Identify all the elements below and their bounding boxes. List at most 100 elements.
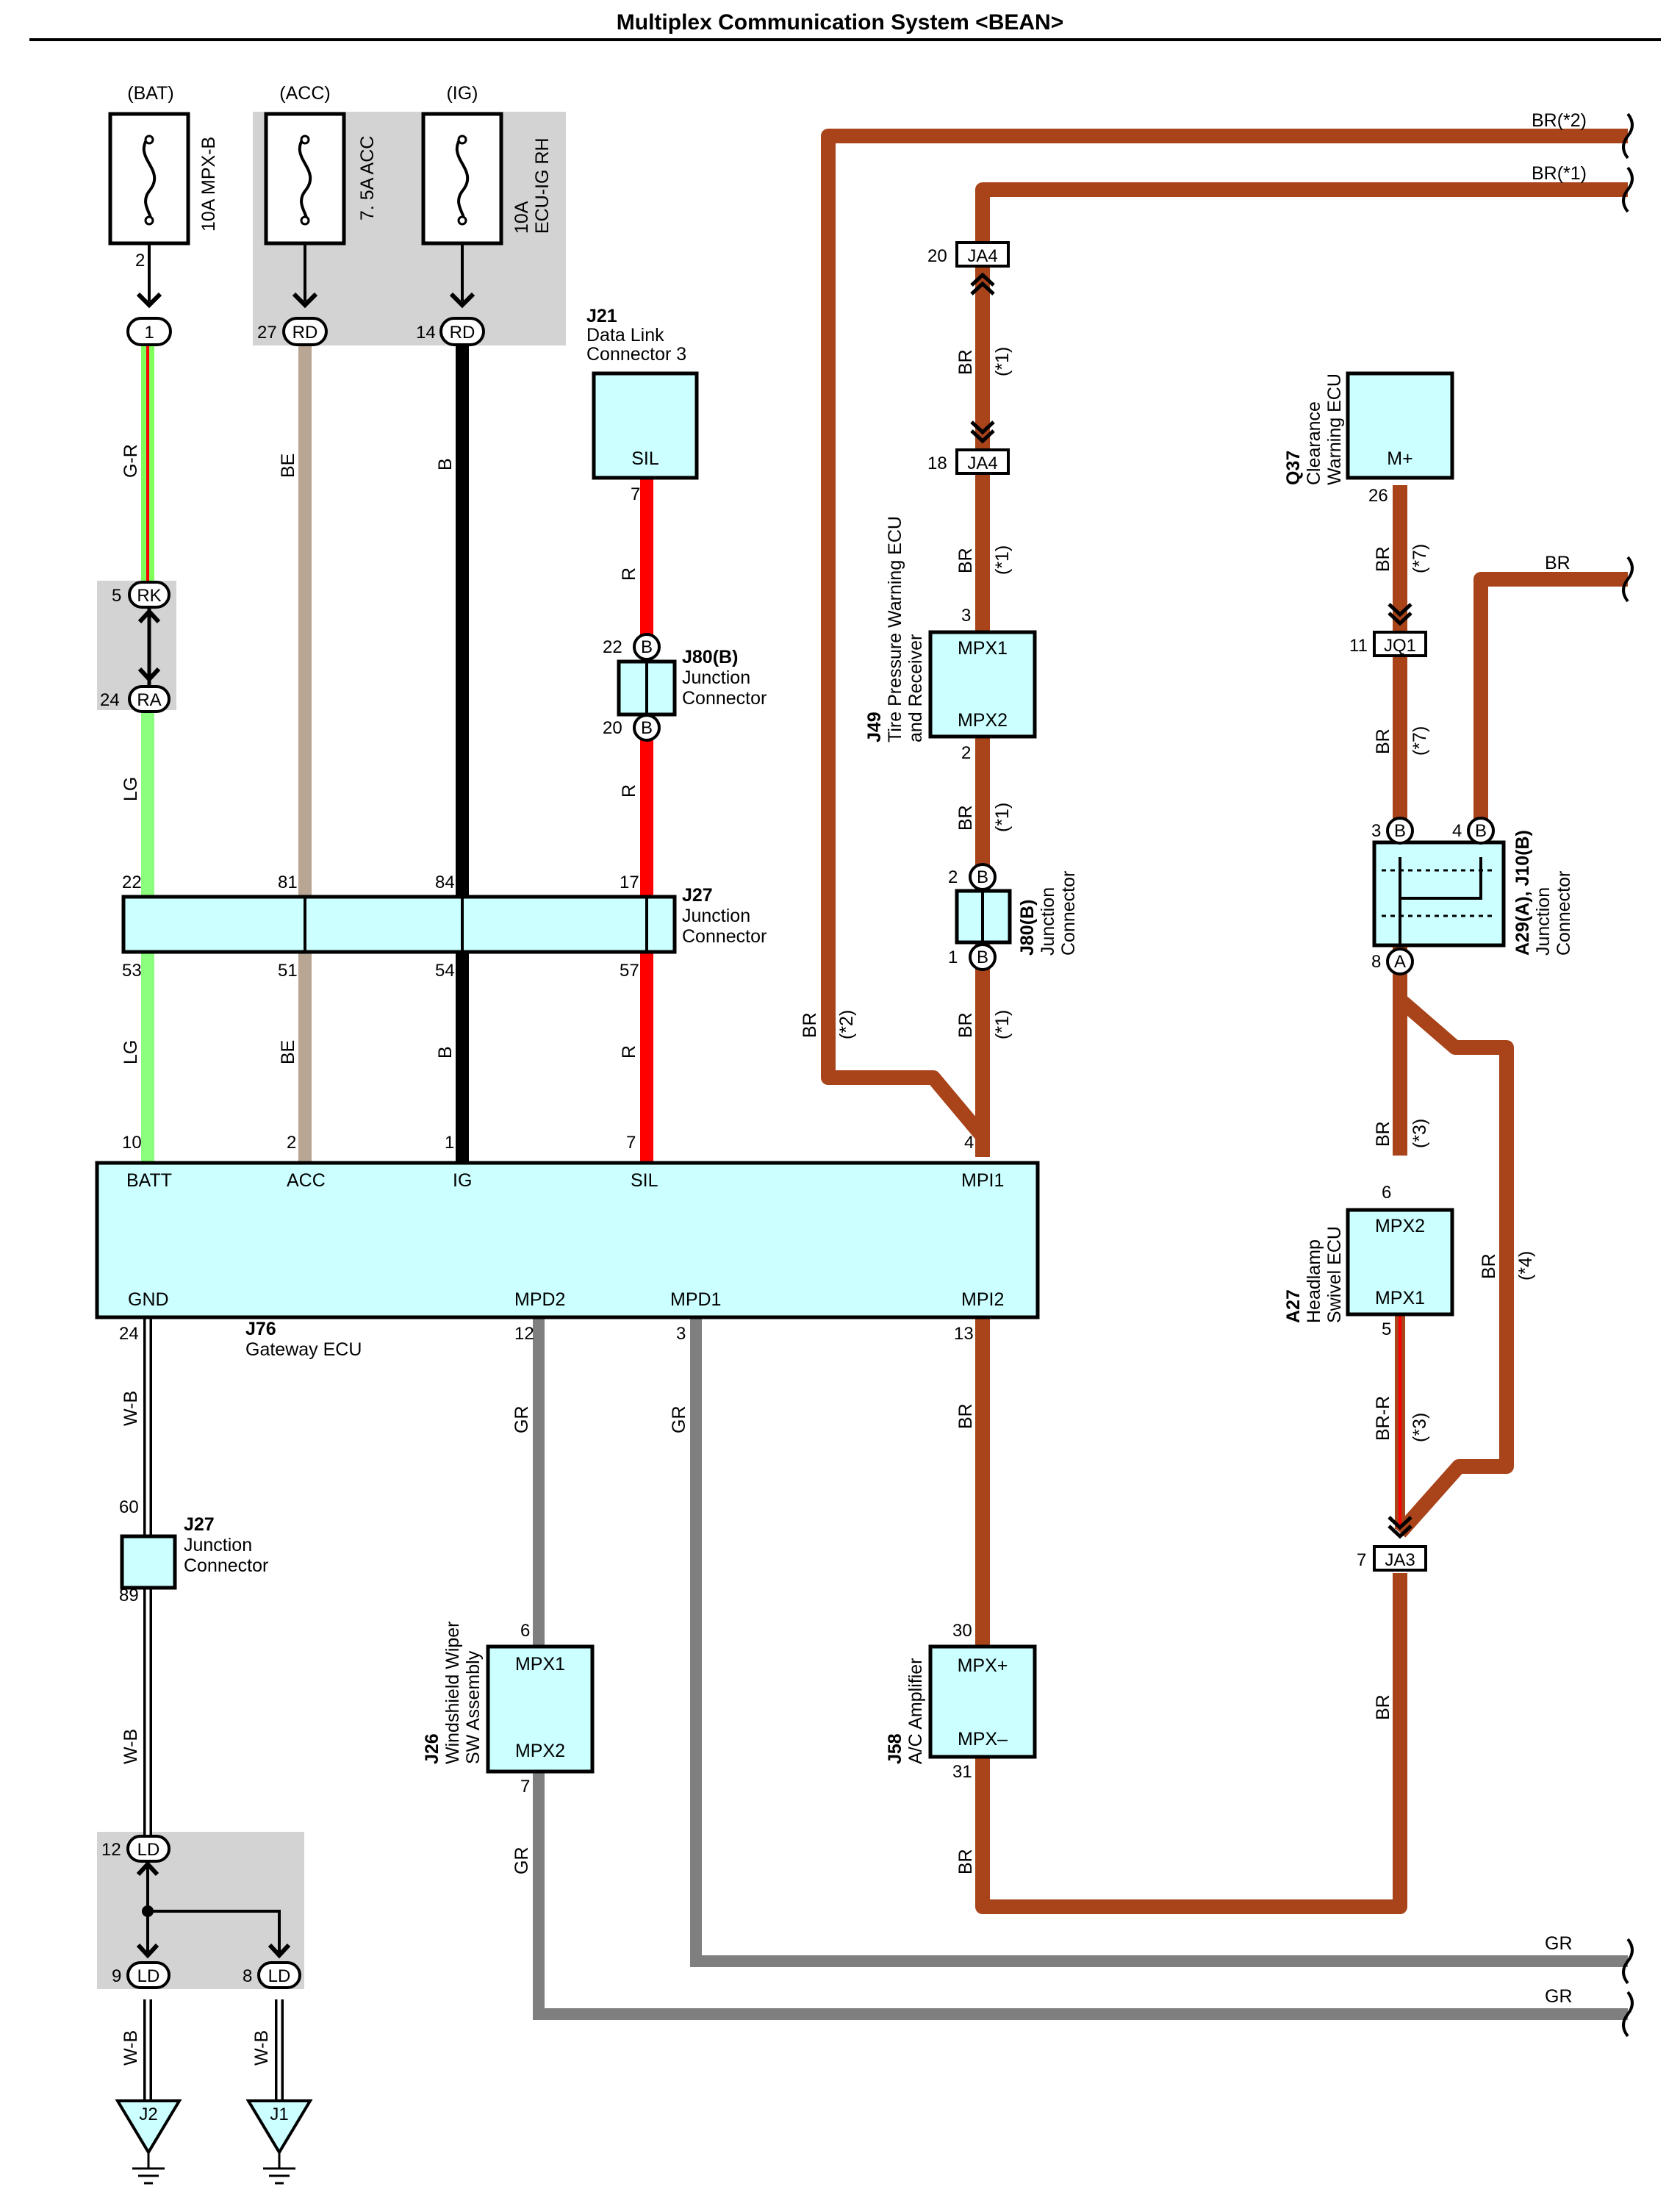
- j76-gateway-ecu: 10 2 1 7 4 BATT ACC IG SIL MPI1 GND MPD2…: [95, 1133, 1040, 1360]
- svg-text:Headlamp: Headlamp: [1304, 1239, 1324, 1323]
- svg-text:Swivel ECU: Swivel ECU: [1324, 1226, 1345, 1323]
- svg-text:(*7): (*7): [1410, 726, 1430, 756]
- svg-text:BR: BR: [1373, 1121, 1393, 1147]
- svg-text:MPX1: MPX1: [515, 1654, 565, 1675]
- svg-text:2: 2: [961, 743, 971, 763]
- svg-text:7: 7: [520, 1777, 530, 1797]
- svg-text:R: R: [619, 567, 639, 581]
- svg-text:BR: BR: [1545, 553, 1570, 573]
- svg-text:22: 22: [122, 873, 142, 892]
- svg-text:BR: BR: [955, 1012, 976, 1038]
- connector-ja4-bottom: JA4 18: [927, 420, 1010, 475]
- svg-text:9: 9: [112, 1966, 121, 1986]
- svg-text:Connector: Connector: [682, 926, 767, 947]
- j27-junction-lower: 60 89 J27 Junction Connector: [119, 1497, 268, 1605]
- svg-text:GR: GR: [511, 1847, 532, 1875]
- svg-text:W-B: W-B: [121, 1729, 141, 1764]
- svg-text:(*4): (*4): [1515, 1251, 1536, 1281]
- fuse-acc: (ACC) 7. 5A ACC RD 27: [257, 83, 378, 346]
- svg-text:51: 51: [278, 961, 298, 981]
- svg-text:6: 6: [1382, 1183, 1391, 1203]
- svg-text:10: 10: [122, 1133, 142, 1153]
- svg-text:26: 26: [1368, 486, 1388, 506]
- ld-bus: [142, 1867, 281, 1955]
- svg-text:30: 30: [952, 1621, 972, 1641]
- svg-text:2: 2: [135, 251, 145, 271]
- svg-text:3: 3: [676, 1324, 686, 1344]
- connector-ld-9: LD 9: [112, 1943, 170, 1989]
- svg-text:A: A: [1394, 952, 1406, 972]
- svg-text:J2: J2: [139, 2105, 157, 2124]
- svg-text:RD: RD: [450, 323, 475, 343]
- svg-text:B: B: [641, 718, 653, 738]
- svg-text:J80(B): J80(B): [682, 647, 738, 667]
- svg-text:A27: A27: [1283, 1289, 1304, 1323]
- svg-text:J80(B): J80(B): [1017, 900, 1038, 956]
- svg-text:14: 14: [416, 323, 436, 343]
- svg-text:SIL: SIL: [631, 448, 659, 469]
- svg-text:20: 20: [603, 718, 622, 738]
- svg-text:(*1): (*1): [992, 1010, 1013, 1039]
- svg-text:M+: M+: [1387, 448, 1412, 469]
- svg-text:53: 53: [122, 961, 142, 981]
- svg-text:J21: J21: [586, 306, 617, 326]
- svg-text:B: B: [1394, 821, 1406, 841]
- svg-text:(IG): (IG): [446, 83, 478, 104]
- svg-text:Gateway ECU: Gateway ECU: [245, 1339, 362, 1360]
- svg-text:89: 89: [119, 1586, 139, 1605]
- svg-text:1: 1: [144, 323, 154, 343]
- svg-text:12: 12: [514, 1324, 534, 1344]
- svg-text:MPI2: MPI2: [961, 1289, 1004, 1310]
- svg-text:A29(A), J10(B): A29(A), J10(B): [1512, 830, 1533, 956]
- svg-text:(*1): (*1): [992, 545, 1013, 575]
- svg-text:BR: BR: [955, 1403, 976, 1429]
- svg-text:J76: J76: [245, 1319, 276, 1339]
- svg-text:(*1): (*1): [992, 803, 1013, 832]
- svg-text:MPX+: MPX+: [958, 1655, 1008, 1676]
- svg-text:A/C Amplifier: A/C Amplifier: [905, 1658, 926, 1764]
- svg-text:JQ1: JQ1: [1384, 636, 1416, 656]
- svg-text:17: 17: [620, 873, 639, 892]
- svg-text:Q37: Q37: [1283, 451, 1304, 485]
- svg-text:Tire Pressure Warning ECU: Tire Pressure Warning ECU: [885, 516, 905, 742]
- svg-text:60: 60: [119, 1497, 139, 1517]
- svg-text:B: B: [435, 1046, 456, 1059]
- svg-text:24: 24: [100, 690, 120, 710]
- connector-ja3: JA3 7: [1357, 1516, 1427, 1572]
- svg-text:W-B: W-B: [121, 1391, 141, 1426]
- svg-text:B: B: [977, 948, 988, 967]
- wire-ends: [1622, 112, 1634, 2038]
- svg-text:SIL: SIL: [631, 1170, 658, 1191]
- svg-text:57: 57: [620, 961, 639, 981]
- svg-text:24: 24: [119, 1324, 139, 1344]
- j80b-junction-mid: B B 2 1 J80(B) Junction Connector: [948, 863, 1079, 971]
- svg-text:W-B: W-B: [121, 2030, 141, 2066]
- svg-text:BR: BR: [800, 1012, 820, 1038]
- svg-text:(ACC): (ACC): [279, 83, 330, 104]
- svg-text:B: B: [641, 637, 653, 657]
- svg-text:and Receiver: and Receiver: [905, 634, 926, 742]
- svg-text:JA4: JA4: [967, 246, 997, 266]
- svg-text:4: 4: [1452, 821, 1462, 841]
- svg-text:(*1): (*1): [992, 347, 1013, 376]
- svg-text:18: 18: [927, 454, 947, 473]
- a29-j10-junction: B B A 3 4 8 A29(A), J10(B) Junction Conn…: [1371, 817, 1574, 975]
- svg-text:LD: LD: [137, 1840, 160, 1860]
- j58-ac-amplifier: MPX+ MPX– 30 31 J58 A/C Amplifier: [885, 1621, 1037, 1782]
- diagram-title: Multiplex Communication System <BEAN>: [617, 10, 1063, 35]
- svg-text:MPX1: MPX1: [1375, 1288, 1425, 1308]
- svg-text:Connector: Connector: [1554, 871, 1574, 956]
- svg-text:Connector: Connector: [682, 688, 767, 709]
- svg-text:MPX1: MPX1: [958, 638, 1008, 659]
- svg-text:LG: LG: [121, 1040, 141, 1064]
- svg-text:W-B: W-B: [251, 2030, 272, 2066]
- svg-text:8: 8: [1371, 952, 1381, 972]
- svg-text:Connector: Connector: [184, 1555, 268, 1576]
- svg-text:RD: RD: [292, 323, 318, 343]
- svg-text:MPX–: MPX–: [958, 1729, 1008, 1749]
- svg-text:ECU-IG RH: ECU-IG RH: [532, 137, 553, 234]
- svg-text:JA4: JA4: [967, 454, 997, 473]
- svg-text:5: 5: [112, 586, 121, 606]
- svg-text:SW Assembly: SW Assembly: [463, 1650, 484, 1764]
